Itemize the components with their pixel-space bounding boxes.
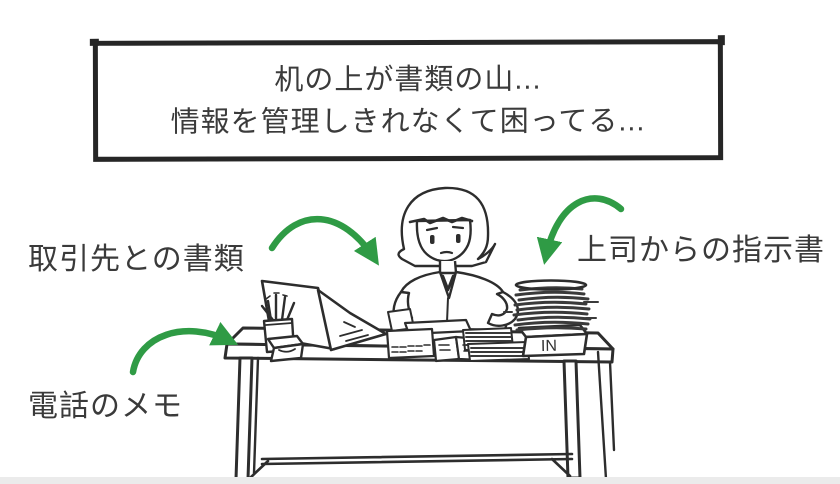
woman-bangs xyxy=(408,216,474,225)
arrow-client-documents xyxy=(268,215,379,266)
desk-leg-back-right xyxy=(596,350,616,481)
arrow-phone-memo xyxy=(129,321,239,376)
calculator xyxy=(385,327,436,360)
flat-paper-stacks xyxy=(462,327,530,362)
desk-legs xyxy=(234,350,616,481)
desk-braces xyxy=(248,457,572,480)
pen-cup-rim xyxy=(265,322,293,326)
inbox-tray-label: IN xyxy=(541,338,557,355)
laptop-base xyxy=(316,288,388,352)
paper-stack-scribble-1 xyxy=(465,332,512,346)
woman-neck xyxy=(438,260,458,275)
desk-tray-detail xyxy=(278,348,296,353)
laptop-keys xyxy=(339,321,369,342)
pen-cup xyxy=(260,292,305,363)
video-frame-bottom-strip xyxy=(0,477,840,484)
pen-tips xyxy=(265,292,288,300)
worried-office-woman xyxy=(387,186,520,332)
open-book-left-page xyxy=(432,335,461,363)
woman-eye-left xyxy=(430,235,435,244)
arrow-boss-instructions xyxy=(536,195,625,265)
paper-stack-scribble-2 xyxy=(470,347,527,357)
label-boss-instructions: 上司からの指示書 xyxy=(577,234,825,267)
green-arrows xyxy=(129,195,625,376)
label-client-documents: 取引先との書類 xyxy=(28,243,245,276)
desk-leg-front-right xyxy=(562,359,582,480)
stack-top-sheet xyxy=(514,279,588,291)
tall-paper-stack xyxy=(503,279,599,332)
stack-loose-sheets xyxy=(503,301,599,319)
woman-right-arm xyxy=(486,290,520,327)
woman-eye-right xyxy=(456,234,461,243)
book-writing xyxy=(438,344,476,352)
desk-leg-front-left xyxy=(234,356,254,481)
inbox-tray-front xyxy=(521,332,589,358)
pens xyxy=(260,293,296,322)
stack-scribble-lines xyxy=(512,286,592,332)
calculator-buttons xyxy=(391,344,431,353)
desk-crossbar xyxy=(260,452,574,466)
woman-eyebrows xyxy=(425,225,465,232)
label-phone-memo: 電話のメモ xyxy=(28,390,183,423)
desk-leg-back-left xyxy=(252,356,260,475)
woman-mouth xyxy=(439,250,454,255)
woman-shirt-line xyxy=(446,297,449,323)
